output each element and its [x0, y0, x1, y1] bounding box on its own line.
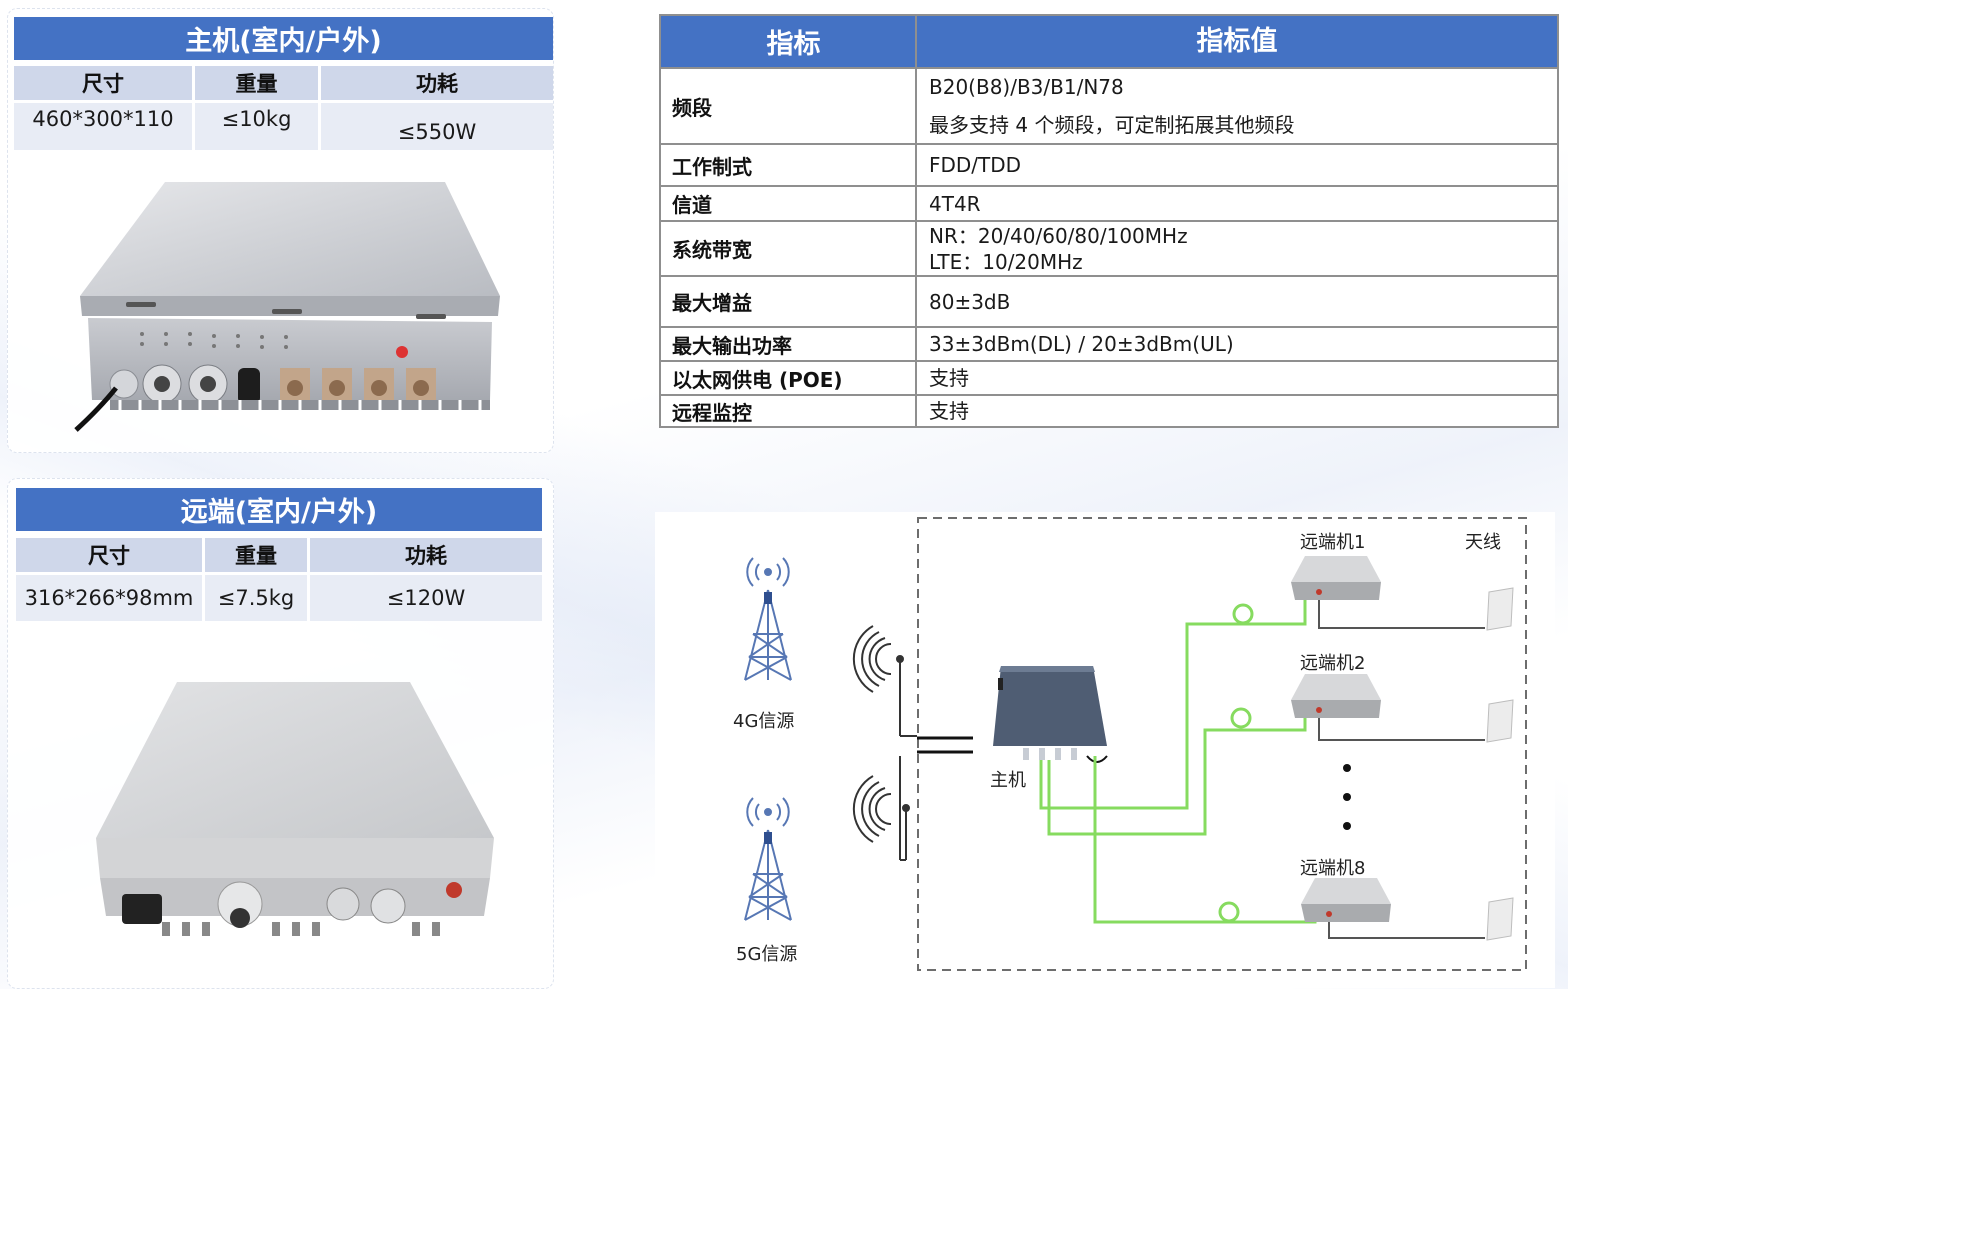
spec-value-line: 支持 — [929, 366, 969, 390]
topology-graphics — [744, 517, 1527, 971]
spec-row-output-power: 最大输出功率 33±3dBm(DL) / 20±3dBm(UL) — [661, 326, 1557, 360]
spec-header-value: 指标值 — [1196, 25, 1278, 57]
spec-row-channel: 信道 4T4R — [661, 185, 1557, 220]
remote-spec-grid: 尺寸 重量 功耗 316*266*98mm ≤7.5kg ≤120W — [16, 538, 542, 621]
panel-antenna-icon — [1486, 587, 1514, 941]
spec-value-line: B20(B8)/B3/B1/N78 — [929, 75, 1124, 99]
spec-row-value: 支持 — [917, 396, 1557, 426]
spec-table-header: 指标 指标值 — [661, 16, 1557, 67]
spec-row-name: 工作制式 — [661, 145, 917, 185]
spec-row-name: 系统带宽 — [661, 222, 917, 275]
spec-value-line: LTE：10/20MHz — [929, 249, 1083, 274]
host-size-value: 460*300*110 — [14, 103, 192, 150]
spec-row-remote-monitor: 远程监控 支持 — [661, 394, 1557, 426]
spec-row-value: FDD/TDD — [917, 145, 1557, 185]
spec-row-name: 远程监控 — [661, 396, 917, 426]
host-unit-icon — [993, 666, 1108, 763]
spec-row-name: 最大增益 — [661, 277, 917, 326]
spec-row-gain: 最大增益 80±3dB — [661, 275, 1557, 326]
spec-row-poe: 以太网供电 (POE) 支持 — [661, 360, 1557, 394]
remote-card-title: 远端(室内/户外) — [16, 488, 542, 531]
host-header-size: 尺寸 — [14, 66, 192, 100]
host-header-power: 功耗 — [321, 66, 553, 100]
remote-8-label: 远端机8 — [1300, 858, 1366, 879]
spec-value-line: 4T4R — [929, 191, 981, 216]
spec-row-name: 频段 — [661, 69, 917, 143]
source-4g-label: 4G信源 — [733, 711, 795, 732]
remote-header-power: 功耗 — [310, 538, 542, 572]
host-spec-grid: 尺寸 重量 功耗 460*300*110 ≤10kg ≤550W — [14, 66, 553, 150]
spec-table: 指标 指标值 频段 B20(B8)/B3/B1/N78 最多支持 4 个频段，可… — [659, 14, 1559, 428]
host-header-weight: 重量 — [195, 66, 318, 100]
remote-unit-icon — [1301, 878, 1391, 922]
tower-5g-icon — [744, 797, 792, 921]
spec-row-band: 频段 B20(B8)/B3/B1/N78 最多支持 4 个频段，可定制拓展其他频… — [661, 67, 1557, 143]
spec-row-name: 信道 — [661, 187, 917, 220]
spec-row-bandwidth: 系统带宽 NR：20/40/60/80/100MHz LTE：10/20MHz — [661, 220, 1557, 275]
spec-row-value: 33±3dBm(DL) / 20±3dBm(UL) — [917, 328, 1557, 360]
spec-row-value: NR：20/40/60/80/100MHz LTE：10/20MHz — [917, 222, 1557, 275]
remote-power-value: ≤120W — [310, 575, 542, 621]
host-card-title: 主机(室内/户外) — [14, 17, 553, 60]
spec-row-value: 支持 — [917, 362, 1557, 394]
spec-value-line: FDD/TDD — [929, 153, 1022, 177]
host-weight-value: ≤10kg — [195, 103, 318, 150]
topology-diagram: 4G信源 5G信源 主机 远端机1 远端机2 远端机8 天线 — [655, 512, 1555, 988]
host-device-image — [74, 182, 500, 432]
remote-device-image — [96, 682, 494, 936]
spec-value-line: 支持 — [929, 399, 969, 423]
spec-value-line: 33±3dBm(DL) / 20±3dBm(UL) — [929, 332, 1234, 356]
donor-antenna-icon — [852, 625, 917, 861]
host-power-value: ≤550W — [321, 103, 553, 150]
spec-row-value: 80±3dB — [917, 277, 1557, 326]
spec-row-mode: 工作制式 FDD/TDD — [661, 143, 1557, 185]
remote-2-label: 远端机2 — [1300, 653, 1366, 674]
spec-row-value: B20(B8)/B3/B1/N78 最多支持 4 个频段，可定制拓展其他频段 — [917, 69, 1557, 143]
coverage-boundary — [917, 517, 1527, 971]
remote-unit-icon — [1291, 674, 1381, 718]
spec-value-line: NR：20/40/60/80/100MHz — [929, 223, 1188, 248]
remote-unit-icon — [1291, 556, 1381, 600]
remote-header-weight: 重量 — [205, 538, 307, 572]
remote-size-value: 316*266*98mm — [16, 575, 202, 621]
spec-header-metric: 指标 — [661, 16, 917, 67]
remote-weight-value: ≤7.5kg — [205, 575, 307, 621]
source-5g-label: 5G信源 — [736, 944, 798, 965]
tower-4g-icon — [744, 557, 792, 681]
remote-header-size: 尺寸 — [16, 538, 202, 572]
host-unit-label: 主机 — [990, 770, 1026, 791]
remote-1-label: 远端机1 — [1300, 532, 1366, 553]
spec-row-name: 最大输出功率 — [661, 328, 917, 360]
spec-row-value: 4T4R — [917, 187, 1557, 220]
spec-value-line: 最多支持 4 个频段，可定制拓展其他频段 — [929, 113, 1295, 137]
spec-value-line: 80±3dB — [929, 289, 1011, 314]
spec-row-name: 以太网供电 (POE) — [661, 362, 917, 394]
antenna-label: 天线 — [1465, 532, 1501, 553]
